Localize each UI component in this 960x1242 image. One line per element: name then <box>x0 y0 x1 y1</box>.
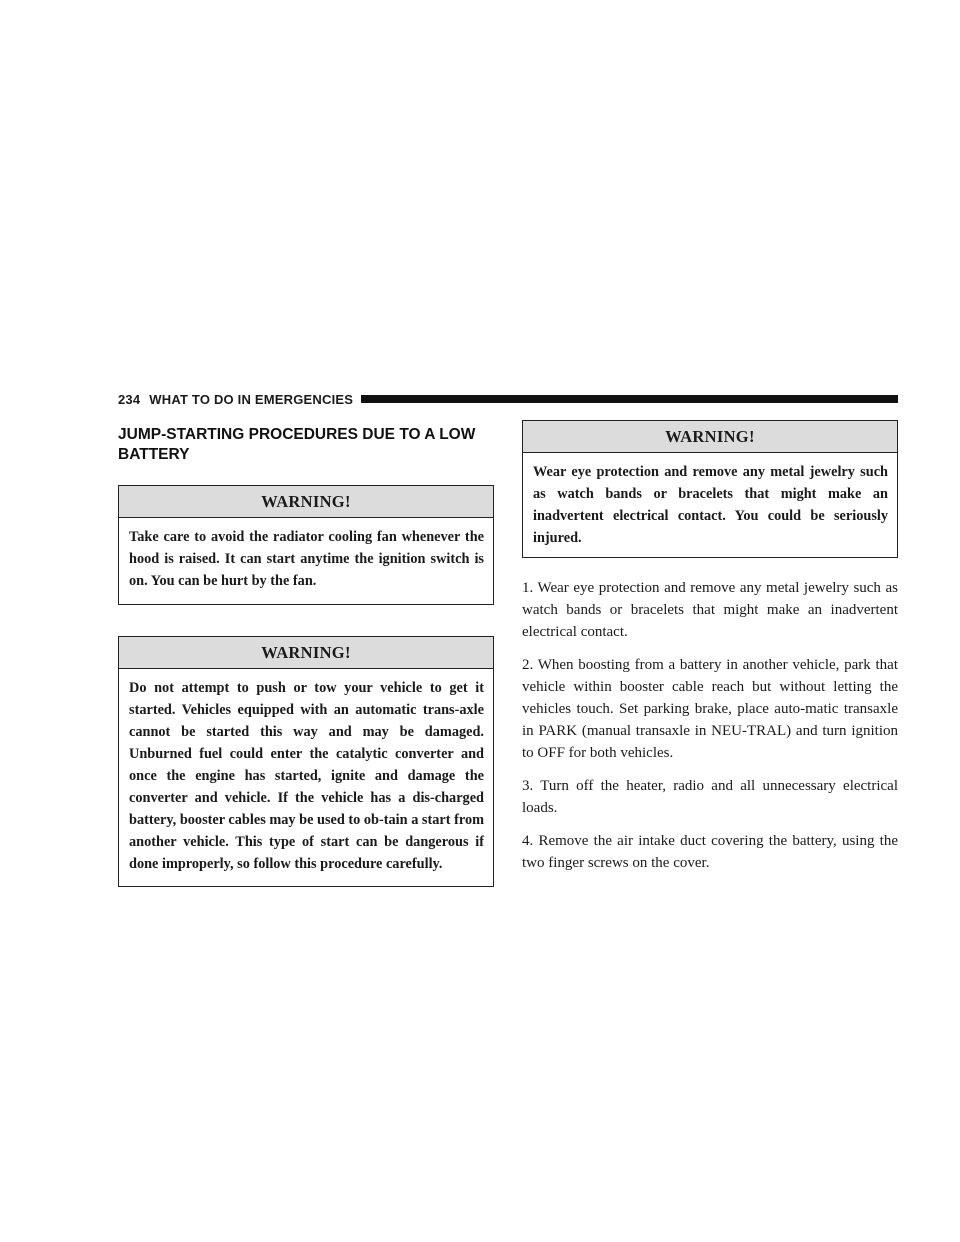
warning-text: Do not attempt to push or tow your vehic… <box>129 680 484 872</box>
section-title: WHAT TO DO IN EMERGENCIES <box>149 391 354 407</box>
section-heading: JUMP-STARTING PROCEDURES DUE TO A LOW BA… <box>118 426 476 463</box>
procedure-step-4: 4. Remove the air intake duct covering t… <box>522 833 898 871</box>
procedure-step-1: 1. Wear eye protection and remove any me… <box>522 580 898 640</box>
warning-text: Wear eye protection and remove any metal… <box>533 464 888 546</box>
procedure-step-3: 3. Turn off the heater, radio and all un… <box>522 778 898 816</box>
warning-box-eye-protection: WARNING! Wear eye protection and remove … <box>522 420 898 558</box>
procedure-steps: 1. Wear eye protection and remove any me… <box>522 577 898 874</box>
warning-title: WARNING! <box>119 637 493 669</box>
left-column: JUMP-STARTING PROCEDURES DUE TO A LOW BA… <box>118 420 494 887</box>
procedure-step-2: 2. When boosting from a battery in anoth… <box>522 657 898 761</box>
warning-box-push-tow: WARNING! Do not attempt to push or tow y… <box>118 636 494 887</box>
warning-title: WARNING! <box>523 421 897 453</box>
page-number: 234 <box>118 391 141 407</box>
warning-text: Take care to avoid the radiator cooling … <box>129 529 484 589</box>
header-rule <box>361 395 898 403</box>
warning-title: WARNING! <box>119 486 493 518</box>
page-header: 234 WHAT TO DO IN EMERGENCIES <box>118 389 898 409</box>
warning-box-radiator-fan: WARNING! Take care to avoid the radiator… <box>118 485 494 605</box>
right-column: WARNING! Wear eye protection and remove … <box>522 420 898 885</box>
